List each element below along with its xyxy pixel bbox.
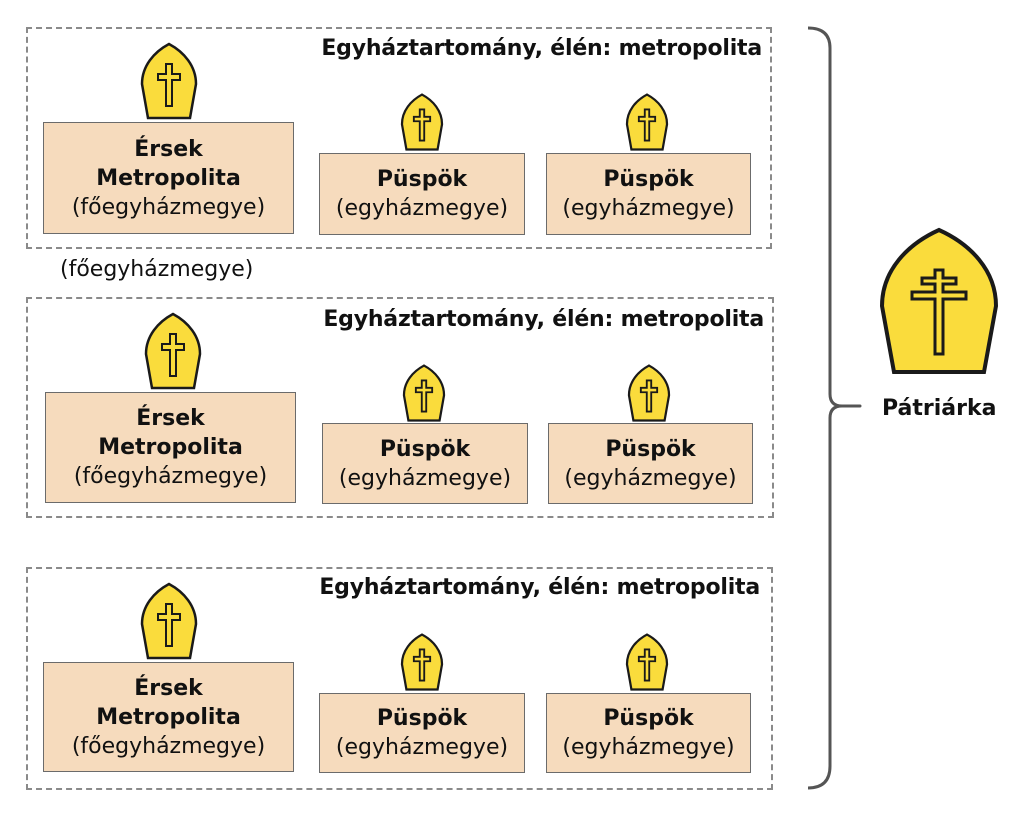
mitre-with-double-cross-icon xyxy=(876,226,1002,376)
archbishop-title: Érsek xyxy=(136,406,205,431)
province-3-title: Egyháztartomány, élén: metropolita xyxy=(319,575,760,600)
bishop-box: Püspök (egyházmegye) xyxy=(322,423,528,504)
archbishop-box: Érsek Metropolita (főegyházmegye) xyxy=(45,392,296,503)
bishop-box: Püspök (egyházmegye) xyxy=(546,153,751,235)
bishop-area: (egyházmegye) xyxy=(562,735,735,760)
province-2-title: Egyháztartomány, élén: metropolita xyxy=(323,307,764,332)
province-1-title: Egyháztartomány, élén: metropolita xyxy=(321,36,762,61)
province-2 xyxy=(26,297,774,518)
mitre-with-cross-icon xyxy=(624,93,670,151)
mitre-with-cross-icon xyxy=(624,633,670,691)
archbishop-area: (főegyházmegye) xyxy=(71,194,266,220)
archbishop-role: Metropolita xyxy=(96,165,241,191)
archbishop-role: Metropolita xyxy=(96,704,241,730)
bishop-box: Püspök (egyházmegye) xyxy=(319,693,525,773)
mitre-with-cross-icon xyxy=(138,42,200,120)
bishop-box: Püspök (egyházmegye) xyxy=(548,423,753,504)
bishop-title: Püspök xyxy=(376,167,468,192)
bishop-title: Püspök xyxy=(603,167,694,192)
mitre-with-cross-icon xyxy=(399,93,445,151)
bishop-area: (egyházmegye) xyxy=(335,196,509,221)
patriarch-label: Pátriárka xyxy=(882,396,997,421)
mitre-with-cross-icon xyxy=(401,364,447,422)
bishop-area: (egyházmegye) xyxy=(564,465,737,491)
province-1 xyxy=(26,27,772,249)
bishop-box: Püspök (egyházmegye) xyxy=(546,693,751,773)
archbishop-area: (főegyházmegye) xyxy=(71,733,266,759)
archbishop-title: Érsek xyxy=(134,675,203,701)
bishop-title: Püspök xyxy=(605,436,696,462)
bishop-title: Püspök xyxy=(376,706,468,731)
bishop-title: Püspök xyxy=(379,436,471,462)
archbishop-title: Érsek xyxy=(134,136,203,162)
archbishop-area: (főegyházmegye) xyxy=(73,464,268,489)
mitre-with-cross-icon xyxy=(626,364,672,422)
bishop-area: (egyházmegye) xyxy=(562,196,735,221)
province-3 xyxy=(26,567,773,790)
archbishop-box: Érsek Metropolita (főegyházmegye) xyxy=(43,662,294,772)
mitre-with-cross-icon xyxy=(399,633,445,691)
mitre-with-cross-icon xyxy=(138,582,200,660)
stray-label: (főegyházmegye) xyxy=(60,257,254,282)
archbishop-role: Metropolita xyxy=(98,435,243,460)
bishop-box: Püspök (egyházmegye) xyxy=(319,153,525,235)
bishop-area: (egyházmegye) xyxy=(338,465,512,491)
archbishop-box: Érsek Metropolita (főegyházmegye) xyxy=(43,122,294,234)
bishop-area: (egyházmegye) xyxy=(335,735,509,760)
bishop-title: Püspök xyxy=(603,706,694,731)
mitre-with-cross-icon xyxy=(142,312,204,390)
